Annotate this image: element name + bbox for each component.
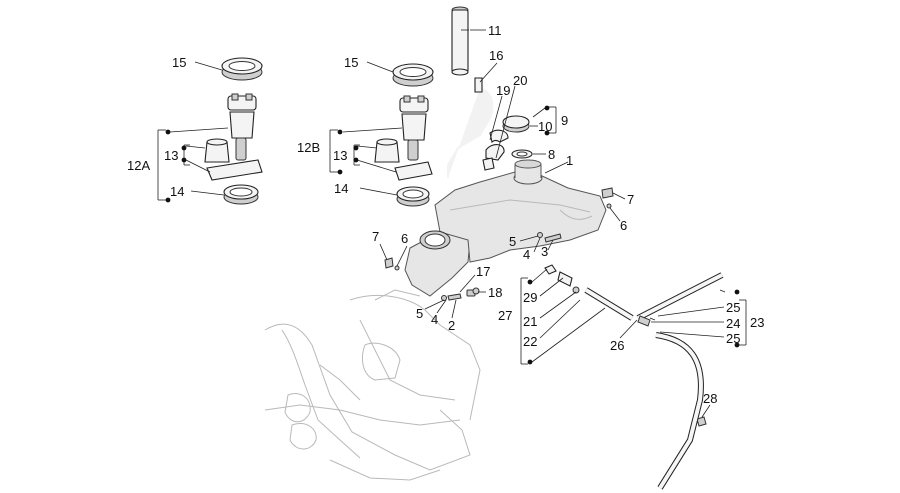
callout-13-left: 13 [164, 148, 178, 163]
callout-5-left: 5 [416, 306, 423, 321]
callout-2: 2 [448, 318, 455, 333]
callout-28: 28 [703, 391, 717, 406]
fasteners [384, 187, 707, 427]
callout-23: 23 [750, 315, 764, 330]
callout-14-left: 14 [170, 184, 184, 199]
callout-7-left: 7 [372, 229, 379, 244]
callout-12a: 12A [127, 158, 150, 173]
callout-21: 21 [523, 314, 537, 329]
callout-6-right: 6 [620, 218, 627, 233]
callout-25-top: 25 [726, 300, 740, 315]
callout-4-right: 4 [523, 247, 530, 262]
callout-3: 3 [541, 244, 548, 259]
callout-9: 9 [561, 113, 568, 128]
callout-18: 18 [488, 285, 502, 300]
callout-26: 26 [610, 338, 624, 353]
callout-12b: 12B [297, 140, 320, 155]
callout-6-left: 6 [401, 231, 408, 246]
leader-lines [157, 29, 747, 418]
callout-16: 16 [489, 48, 503, 63]
callout-labels: 11 15 15 16 20 19 9 10 8 1 7 6 12A 13 14… [127, 23, 764, 406]
callout-19: 19 [496, 83, 510, 98]
callout-8: 8 [548, 147, 555, 162]
callout-25-bottom: 25 [726, 331, 740, 346]
fuel-pump-12b [374, 63, 434, 207]
scooter-frame [264, 289, 481, 481]
callout-10: 10 [538, 119, 552, 134]
callout-1: 1 [566, 153, 573, 168]
callout-27: 27 [498, 308, 512, 323]
callout-15-left: 15 [172, 55, 186, 70]
callout-13-middle: 13 [333, 148, 347, 163]
filler-cap [502, 115, 533, 159]
callout-4-left: 4 [431, 312, 438, 327]
callout-7-right: 7 [627, 192, 634, 207]
callout-5-right: 5 [509, 234, 516, 249]
fuel-pump-12a [204, 57, 263, 205]
callout-11: 11 [488, 23, 502, 38]
callout-14-middle: 14 [334, 181, 348, 196]
fuel-level-sender [451, 6, 469, 76]
bracket-bullets [165, 105, 740, 365]
fuel-lines [544, 264, 724, 490]
callout-17: 17 [476, 264, 490, 279]
fuel-tank [404, 159, 607, 297]
callout-22: 22 [523, 334, 537, 349]
breather-hoses [447, 77, 509, 178]
callout-20: 20 [513, 73, 527, 88]
callout-15-middle: 15 [344, 55, 358, 70]
callout-24: 24 [726, 316, 740, 331]
callout-29: 29 [523, 290, 537, 305]
